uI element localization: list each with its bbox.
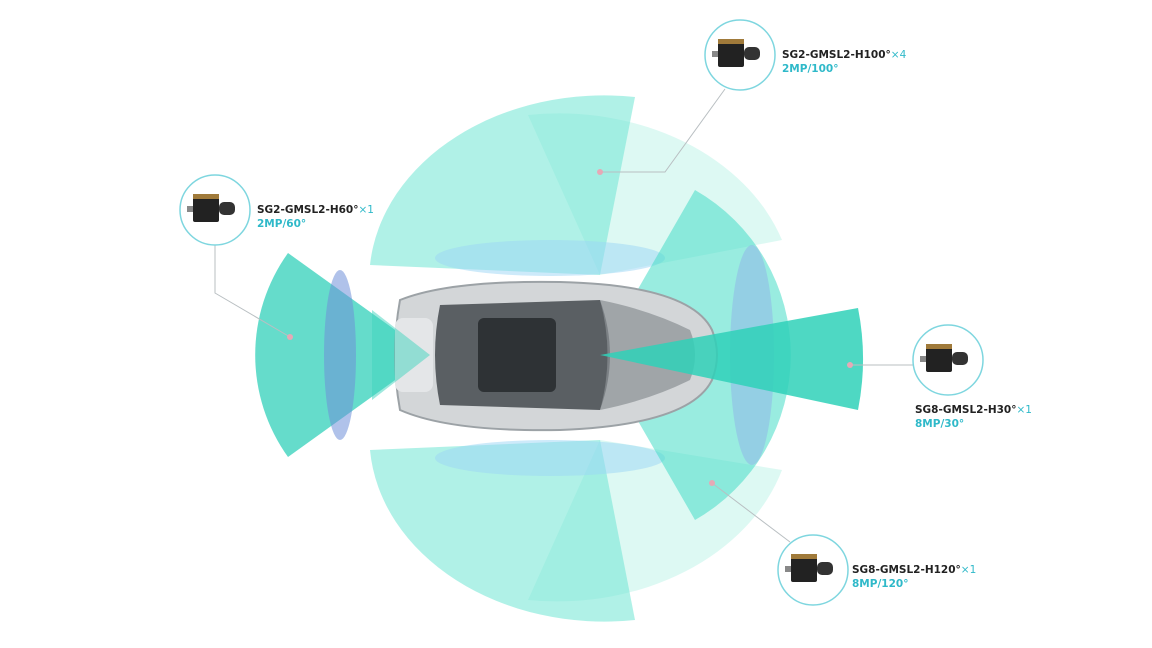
fov-rear-cone	[372, 310, 430, 400]
leader-dots	[287, 169, 853, 486]
camera-icon	[777, 534, 849, 606]
camera-label-h100: SG2-GMSL2-H100°×4 2MP/100°	[782, 48, 906, 76]
leader-lines	[214, 88, 913, 543]
fov-side-bottom-base	[435, 440, 665, 476]
fov-rear-60-base	[324, 270, 356, 440]
camera-label-h60: SG2-GMSL2-H60°×1 2MP/60°	[257, 203, 374, 231]
fov-front-30	[600, 308, 864, 410]
fov-side-bottom	[370, 440, 635, 622]
camera-count: ×4	[890, 49, 907, 61]
camera-callout-icons	[179, 19, 984, 606]
camera-icon	[179, 174, 251, 246]
camera-spec: 8MP/120°	[852, 578, 909, 590]
camera-model: SG8-GMSL2-H120°	[852, 564, 961, 576]
camera-label-h30: SG8-GMSL2-H30°×1 8MP/30°	[915, 403, 1032, 431]
camera-count: ×1	[960, 564, 977, 576]
camera-spec: 2MP/100°	[782, 63, 839, 75]
camera-model: SG2-GMSL2-H100°	[782, 49, 891, 61]
camera-spec: 2MP/60°	[257, 218, 307, 230]
camera-spec: 8MP/30°	[915, 418, 965, 430]
car-top-view	[394, 280, 718, 432]
fov-side-top	[370, 95, 635, 275]
camera-model: SG2-GMSL2-H60°	[257, 204, 359, 216]
camera-count: ×1	[358, 204, 374, 216]
camera-count: ×1	[1016, 404, 1032, 416]
camera-icon	[704, 19, 776, 91]
fov-side-top-base	[435, 240, 665, 276]
camera-model: SG8-GMSL2-H30°	[915, 404, 1017, 416]
camera-icon	[912, 324, 984, 396]
camera-label-h120: SG8-GMSL2-H120°×1 8MP/120°	[852, 563, 976, 591]
